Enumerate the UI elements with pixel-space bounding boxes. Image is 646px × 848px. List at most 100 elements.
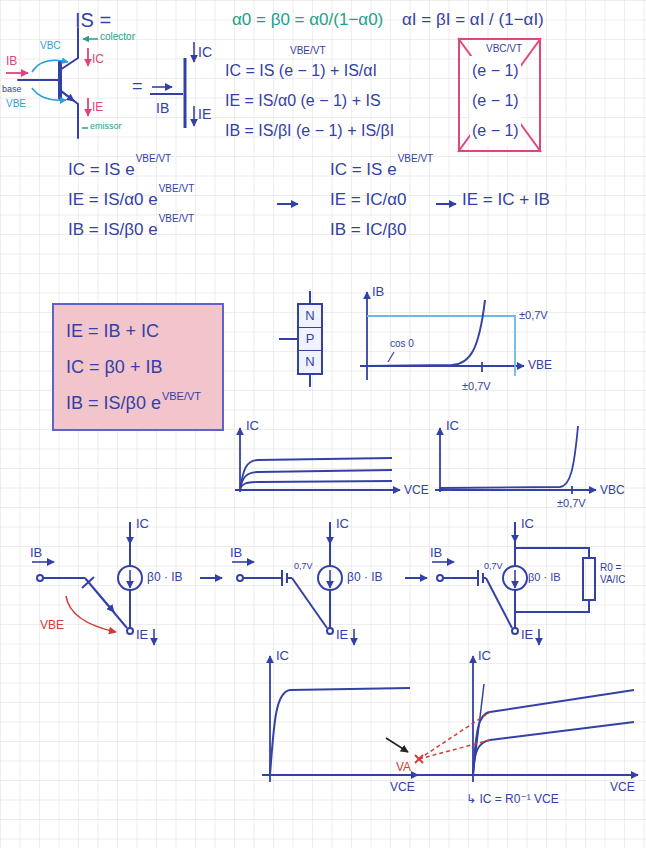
text-row: (e − 1) [464, 116, 533, 146]
layer-letter: N [305, 354, 314, 370]
bjt-model-circuit [329, 526, 331, 544]
output-graph [235, 489, 400, 491]
terminal-name: emissor [90, 121, 122, 132]
text-row: (e − 1) [464, 56, 533, 86]
equivalent-symbol [152, 86, 172, 88]
bjt-model-circuit [232, 522, 354, 645]
output-graph [235, 428, 400, 492]
current-arrow [6, 48, 88, 116]
early-effect-graph [415, 755, 423, 763]
text-row: IB = IS/β0 eVBE/VT [66, 385, 210, 421]
early-effect-graph [473, 722, 634, 775]
terminal-lead [279, 338, 297, 340]
voltage-arrow [32, 60, 68, 100]
axis-label: VCE [390, 780, 415, 794]
bjt-model-circuit [37, 575, 43, 581]
leader-line [82, 127, 88, 129]
implication-arrow [277, 203, 298, 205]
text-row: IC = β0 + IB [66, 349, 210, 385]
terminal-name: base [2, 84, 22, 95]
note: cos 0 [390, 338, 414, 350]
transistor-symbol [18, 79, 58, 81]
equation: αI = βI = αI / (1−αI) [402, 10, 544, 30]
bjt-model-circuit [515, 600, 589, 612]
resistor-label: R0 = VA/IC [600, 562, 644, 586]
bjt-model-circuit [329, 522, 331, 566]
bjt-model-circuit [515, 548, 589, 558]
equation: IB = IS/β0 e [66, 385, 161, 421]
bjt-model-circuit [287, 577, 292, 579]
early-effect-graph [386, 656, 638, 782]
current-label: IB [30, 545, 42, 561]
equation: (e − 1) [470, 86, 521, 116]
equation: ↳ IC = R0⁻¹ VCE [466, 792, 559, 806]
equation: IC = IS e [330, 160, 397, 180]
current-label: IC [136, 516, 149, 532]
current-label: IC [336, 516, 349, 532]
bjt-model-circuit [437, 575, 443, 581]
current-label: IE [198, 106, 211, 123]
bjt-model-circuit [118, 566, 142, 590]
voltage-label: 0,7V [484, 561, 503, 572]
bjt-model-circuit [129, 526, 131, 544]
exponent: VBE/VT [136, 153, 172, 165]
axis-label: VBC [600, 483, 625, 497]
bjt-model-circuit [237, 575, 243, 581]
equation: (e − 1) [470, 116, 521, 146]
terminal-lead [309, 291, 311, 303]
step-arrow [200, 577, 222, 579]
early-effect-graph [419, 712, 490, 759]
equals-sign: = [132, 76, 143, 98]
bjt-model-circuit [82, 577, 94, 588]
equation: IC = IS (e − 1) + IS/αI [225, 61, 377, 80]
bjt-model-circuit [129, 522, 131, 566]
equation: IE = IS/α0 (e − 1) + IS [225, 91, 381, 110]
equation: IE = IC + IB [462, 190, 550, 210]
current-arrow [87, 98, 89, 116]
axis-label: IC [478, 648, 491, 664]
source-label: β0 · IB [528, 571, 561, 584]
bjt-model-circuit [327, 628, 333, 634]
current-label: IC [521, 516, 534, 532]
layer-letter: P [306, 331, 315, 347]
equation: IC = β0 + IB [66, 349, 162, 385]
node-decoration [279, 38, 541, 387]
bjt-model-circuit [538, 629, 540, 645]
transistor-symbol [60, 28, 78, 70]
implication-arrow [436, 203, 456, 205]
bjt-model-circuit [329, 590, 331, 628]
current-arrow [6, 72, 28, 74]
bjt-model-circuit [66, 596, 116, 632]
bjt-model-circuit [32, 561, 54, 563]
current-label: IB [430, 545, 442, 561]
bjt-model-circuit [129, 570, 131, 588]
voltage-label: VBE [6, 98, 26, 110]
equation: IC = IS e [68, 160, 135, 180]
diode-graph [388, 352, 394, 362]
early-voltage-label: VA [396, 760, 411, 774]
equation: VBC/VT [484, 42, 524, 56]
bjt-model-circuit [514, 590, 516, 628]
text-row: VBC/VT [464, 42, 533, 56]
bjt-model-circuit [432, 561, 454, 563]
current-label: IB [6, 54, 17, 68]
threshold-label: ±0,7V [519, 309, 548, 322]
current-label: IC [198, 44, 212, 61]
bjt-model-circuit [329, 570, 331, 588]
reverse-graph [571, 486, 573, 494]
early-effect-graph [386, 738, 408, 752]
reverse-graph [440, 426, 578, 488]
equation: IE = IS/α0 e [68, 190, 158, 210]
axis-label: IC [246, 418, 259, 434]
current-label: IE [521, 627, 533, 643]
bjt-model-circuit [432, 522, 595, 645]
diode-graph [360, 292, 524, 380]
equation: α0 = β0 = α0/(1−α0) [232, 10, 383, 30]
symbol-label: IS = [75, 8, 111, 32]
bjt-model-circuit [583, 558, 595, 600]
bjt-model-circuit [153, 629, 155, 645]
output-graph [240, 470, 392, 490]
